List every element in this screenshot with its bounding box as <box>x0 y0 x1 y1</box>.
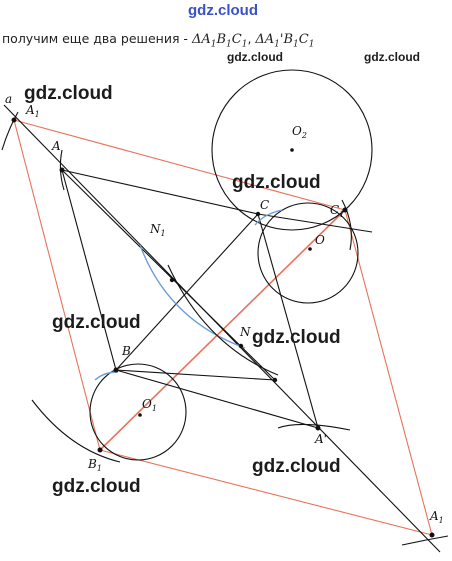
label-o1: O1 <box>142 397 157 413</box>
point-n1 <box>169 277 175 283</box>
caption: получим еще два решения - ΔA1B1C1, ΔA1'B… <box>2 31 315 50</box>
line-b-n <box>115 369 276 381</box>
watermark-3: gdz.cloud <box>52 312 141 333</box>
red-line-b1-a1prime <box>99 449 433 536</box>
label-A: A <box>51 139 61 153</box>
point-labels: a A1 A O2 C C1 O N1 N B O1 B1 A' A1 <box>5 92 444 525</box>
triangle-1: ΔA1B1C1 <box>191 32 248 50</box>
label-a1-top: A1 <box>25 103 40 119</box>
line-b-aprime <box>115 369 319 429</box>
circle-o1 <box>89 363 187 461</box>
red-line-c1-a1prime <box>344 209 433 536</box>
arc-c1 <box>341 199 352 251</box>
watermark-2: gdz.cloud <box>232 172 321 193</box>
point-o1 <box>138 413 142 417</box>
point-b1 <box>97 447 103 453</box>
circles <box>89 69 373 461</box>
red-construction-lines <box>13 119 433 536</box>
caption-text: получим еще два решения - <box>2 31 188 46</box>
label-c1: C1 <box>330 203 344 219</box>
label-o2: O2 <box>292 124 307 140</box>
watermark-6: gdz.cloud <box>52 476 141 497</box>
point-b <box>113 367 119 373</box>
arc-n <box>167 264 279 376</box>
label-a: a <box>5 92 12 106</box>
side-a-c <box>61 169 259 215</box>
watermark-5: gdz.cloud <box>252 456 341 477</box>
side-b-c <box>115 213 259 371</box>
watermark-1: gdz.cloud <box>24 83 113 104</box>
label-b1: B1 <box>87 457 102 473</box>
label-B: B <box>121 344 131 358</box>
point-aprime <box>315 425 321 431</box>
line-c-c1 <box>257 213 373 233</box>
circle-o2 <box>211 69 373 231</box>
point-c <box>255 211 261 217</box>
red-line-a1-c1 <box>13 119 346 211</box>
circle-o <box>257 202 359 304</box>
blue-arc-n1-n <box>139 244 246 349</box>
label-n1: N1 <box>149 222 166 238</box>
point-a <box>59 167 65 173</box>
points <box>11 117 435 538</box>
arc-aprime <box>277 423 351 431</box>
watermark-top: gdz.cloud <box>188 2 258 19</box>
triangle-2: ΔA1'B1C1 <box>255 32 315 50</box>
label-C: C <box>260 198 269 212</box>
red-line-a1-b1 <box>13 119 101 451</box>
point-a1-top <box>11 117 17 123</box>
label-N: N <box>239 325 251 339</box>
construction-arcs <box>1 111 449 546</box>
point-c1 <box>342 207 348 213</box>
watermark-4: gdz.cloud <box>252 327 341 348</box>
line-a-n <box>61 169 276 381</box>
black-lines <box>3 104 441 553</box>
point-o2 <box>290 148 294 152</box>
watermark-small-2: gdz.cloud <box>364 50 420 64</box>
point-o <box>308 247 312 251</box>
point-n-end <box>272 377 278 383</box>
point-n <box>238 343 244 349</box>
red-line-b1-c1 <box>99 209 346 451</box>
line-c-aprime <box>257 213 319 429</box>
label-a1-bottom: A1 <box>429 509 444 525</box>
point-a1-bottom <box>429 532 435 538</box>
side-a-b <box>61 169 117 371</box>
blue-arc-c <box>254 209 283 226</box>
watermark-small-1: gdz.cloud <box>227 50 283 64</box>
label-A-prime: A' <box>314 432 327 446</box>
arc-b1 <box>31 399 121 463</box>
arc-a1-bottom <box>401 535 449 546</box>
arc-a1-top <box>1 111 19 151</box>
label-O: O <box>315 233 325 247</box>
